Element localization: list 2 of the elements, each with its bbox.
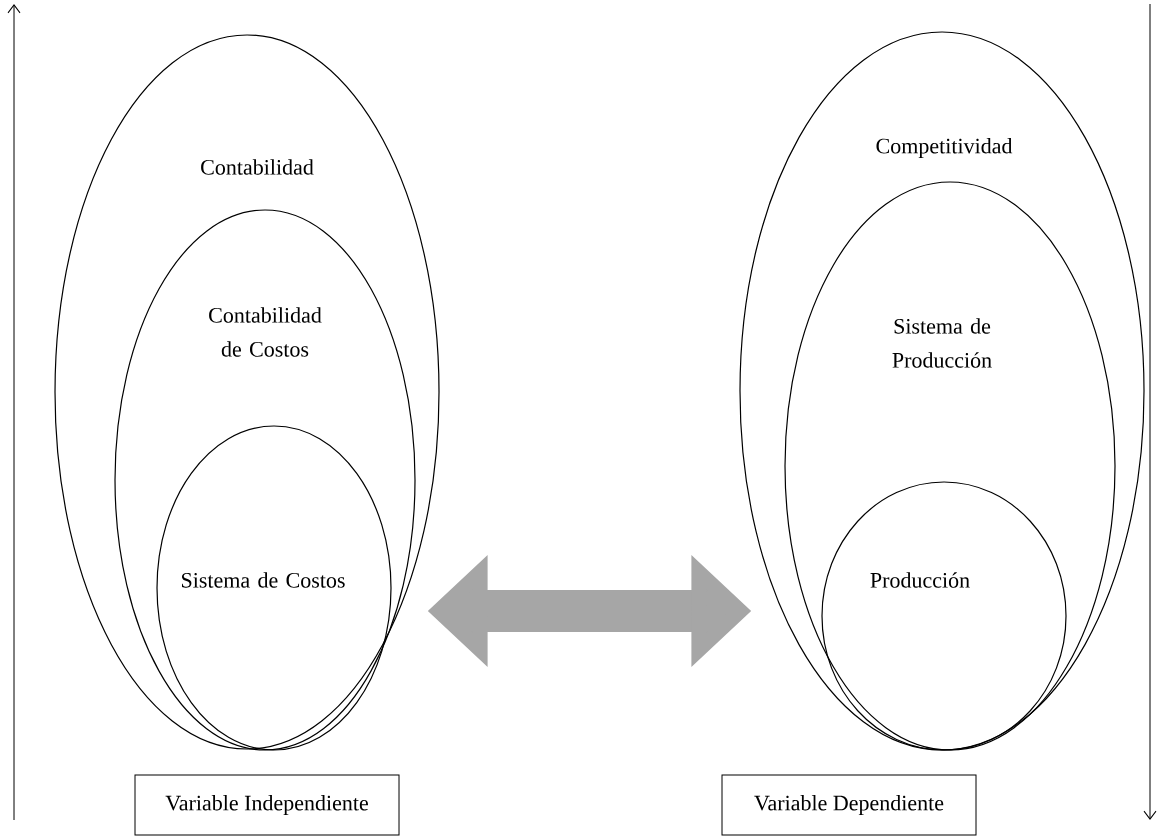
label-box: Variable Independiente [134,774,400,836]
label-box: Variable Dependiente [721,774,977,836]
